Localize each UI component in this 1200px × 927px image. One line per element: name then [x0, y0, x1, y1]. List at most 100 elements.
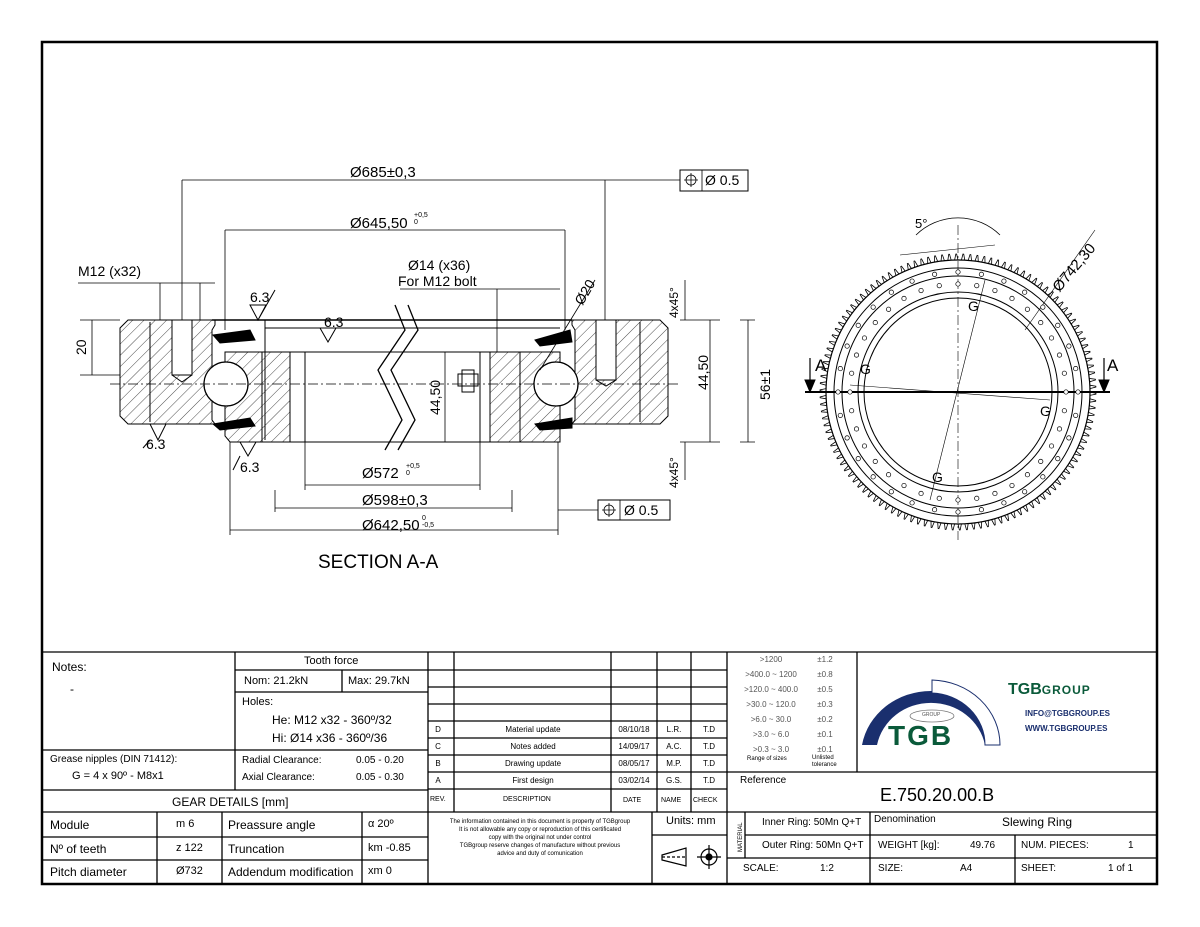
sheet-value: 1 of 1: [1108, 863, 1134, 874]
bolt-hole: [955, 509, 961, 515]
dim-d572: Ø572: [362, 465, 399, 482]
gear-teeth: [819, 253, 1097, 531]
tolerance-range: >0.3 ~ 3.0: [752, 745, 790, 754]
dim-d645-tol: +0,5 0: [414, 212, 428, 226]
notes-dash: -: [70, 682, 74, 696]
sheet-label: SHEET:: [1021, 863, 1057, 874]
rev-name: G.S.: [665, 776, 683, 785]
tol-footer-tolerance: tolerance: [812, 762, 837, 768]
bolt-hole: [872, 458, 878, 464]
gear-sym: Ø732: [176, 865, 203, 877]
bolt-hole: [855, 456, 861, 462]
gear-name: Pitch diameter: [50, 865, 127, 879]
pieces-value: 1: [1128, 840, 1134, 851]
bolt-hole: [1055, 456, 1061, 462]
axial-value: 0.05 - 0.30: [356, 772, 404, 783]
weight-value: 49.76: [970, 840, 996, 851]
axial-label: Axial Clearance:: [242, 772, 315, 783]
bolt-hole: [1066, 435, 1072, 441]
rev-rev: C: [435, 742, 441, 751]
bolt-hole: [978, 507, 984, 513]
brand-web[interactable]: WWW.TGBGROUP.ES: [1025, 724, 1108, 733]
disclaimer-line: TGBgroup reserve changes of manufacture …: [459, 843, 621, 849]
grease-mark-bottom: G: [932, 469, 943, 485]
bolt-hole: [872, 320, 878, 326]
tooth-force-nom: Nom: 21.2kN: [244, 675, 309, 687]
bolt-hole: [1009, 482, 1015, 489]
dim-m12: M12 (x32): [78, 263, 142, 279]
rev-desc: Notes added: [510, 742, 556, 751]
bolt-hole: [1061, 370, 1067, 376]
rev-check: T.D: [703, 742, 715, 751]
bolt-hole: [861, 335, 868, 341]
holes-hi: Hi: Ø14 x36 - 360º/36: [272, 731, 388, 745]
bolt-hole: [901, 295, 907, 302]
bolt-hole: [844, 343, 850, 349]
bolt-hole: [936, 283, 942, 289]
material-label: MATERIAL: [738, 822, 744, 852]
bolt-hole: [853, 426, 860, 432]
dim-d642: Ø642,50: [362, 517, 420, 534]
radial-value: 0.05 - 0.20: [356, 755, 404, 766]
bolt-hole: [1073, 412, 1079, 418]
bolt-hole: [1022, 289, 1028, 295]
bolt-hole: [992, 490, 998, 497]
grease-value: G = 4 x 90º - M8x1: [72, 770, 164, 782]
bolt-hole: [932, 507, 938, 513]
disclaimer: The information contained in this docume…: [430, 818, 650, 858]
tolerance-range: >6.0 ~ 30.0: [750, 715, 792, 724]
tolerance-tol: ±0.1: [817, 730, 833, 739]
pieces-label: NUM. PIECES:: [1021, 840, 1089, 851]
tooth-force-title: Tooth force: [304, 655, 359, 667]
rev-rev: B: [435, 759, 441, 768]
gear-name: Nº of teeth: [50, 842, 107, 856]
rev-check: T.D: [703, 759, 715, 768]
tolerance-range: >3.0 ~ 6.0: [752, 730, 790, 739]
bolt-hole: [847, 389, 853, 395]
gear-param: Preassure angle: [228, 818, 316, 832]
tolerance-tol: ±0.5: [817, 685, 833, 694]
bolt-hole: [1001, 278, 1007, 284]
rough-1: 6.3: [250, 289, 270, 305]
reference-number: E.750.20.00.B: [880, 785, 995, 805]
disclaimer-line: The information contained in this docume…: [449, 819, 631, 825]
bolt-hole: [849, 408, 855, 414]
weight-label: WEIGHT [kg]:: [878, 840, 940, 851]
reference-label: Reference: [740, 775, 787, 786]
bolt-hole: [886, 306, 892, 312]
bolt-hole: [886, 472, 892, 478]
rev-date: 08/05/17: [618, 759, 650, 768]
ring-holes: [835, 269, 1081, 515]
rev-header-name: NAME: [661, 797, 682, 804]
rev-name: M.P.: [666, 759, 682, 768]
disclaimer-line: copy with the original not under control: [488, 835, 592, 841]
rev-rev: D: [435, 725, 441, 734]
bolt-hole: [1022, 489, 1028, 495]
holes-he: He: M12 x32 - 360º/32: [272, 713, 392, 727]
rev-rev: A: [435, 776, 441, 785]
tolerance-range: >120.0 ~ 400.0: [744, 685, 798, 694]
bolt-hole: [974, 495, 980, 501]
dim-d642-tol: 0 -0,5: [422, 515, 435, 529]
logo-text: TGB: [888, 720, 954, 751]
bolt-hole: [909, 500, 915, 506]
tol-footer-unlisted: Unlisted: [812, 755, 834, 761]
tol-frame-top: Ø 0.5: [705, 172, 740, 188]
section-mark-left: A: [815, 356, 827, 375]
dim-d572-tol: +0,5 0: [406, 463, 420, 477]
gear-val: α 20º: [368, 818, 394, 830]
bolt-hole: [992, 287, 998, 294]
rev-date: 08/10/18: [618, 725, 650, 734]
bolt-hole: [1055, 322, 1061, 328]
bolt-hole: [1038, 458, 1044, 464]
gear-val: xm 0: [368, 865, 392, 877]
bolt-hole: [955, 497, 961, 503]
brand-email[interactable]: INFO@TGBGROUP.ES: [1025, 709, 1110, 718]
bolt-hole: [1056, 426, 1063, 432]
bolt-hole: [1048, 443, 1055, 449]
scale-value: 1:2: [820, 863, 834, 874]
bolt-hole: [1075, 389, 1081, 395]
bolt-hole: [1063, 389, 1069, 395]
